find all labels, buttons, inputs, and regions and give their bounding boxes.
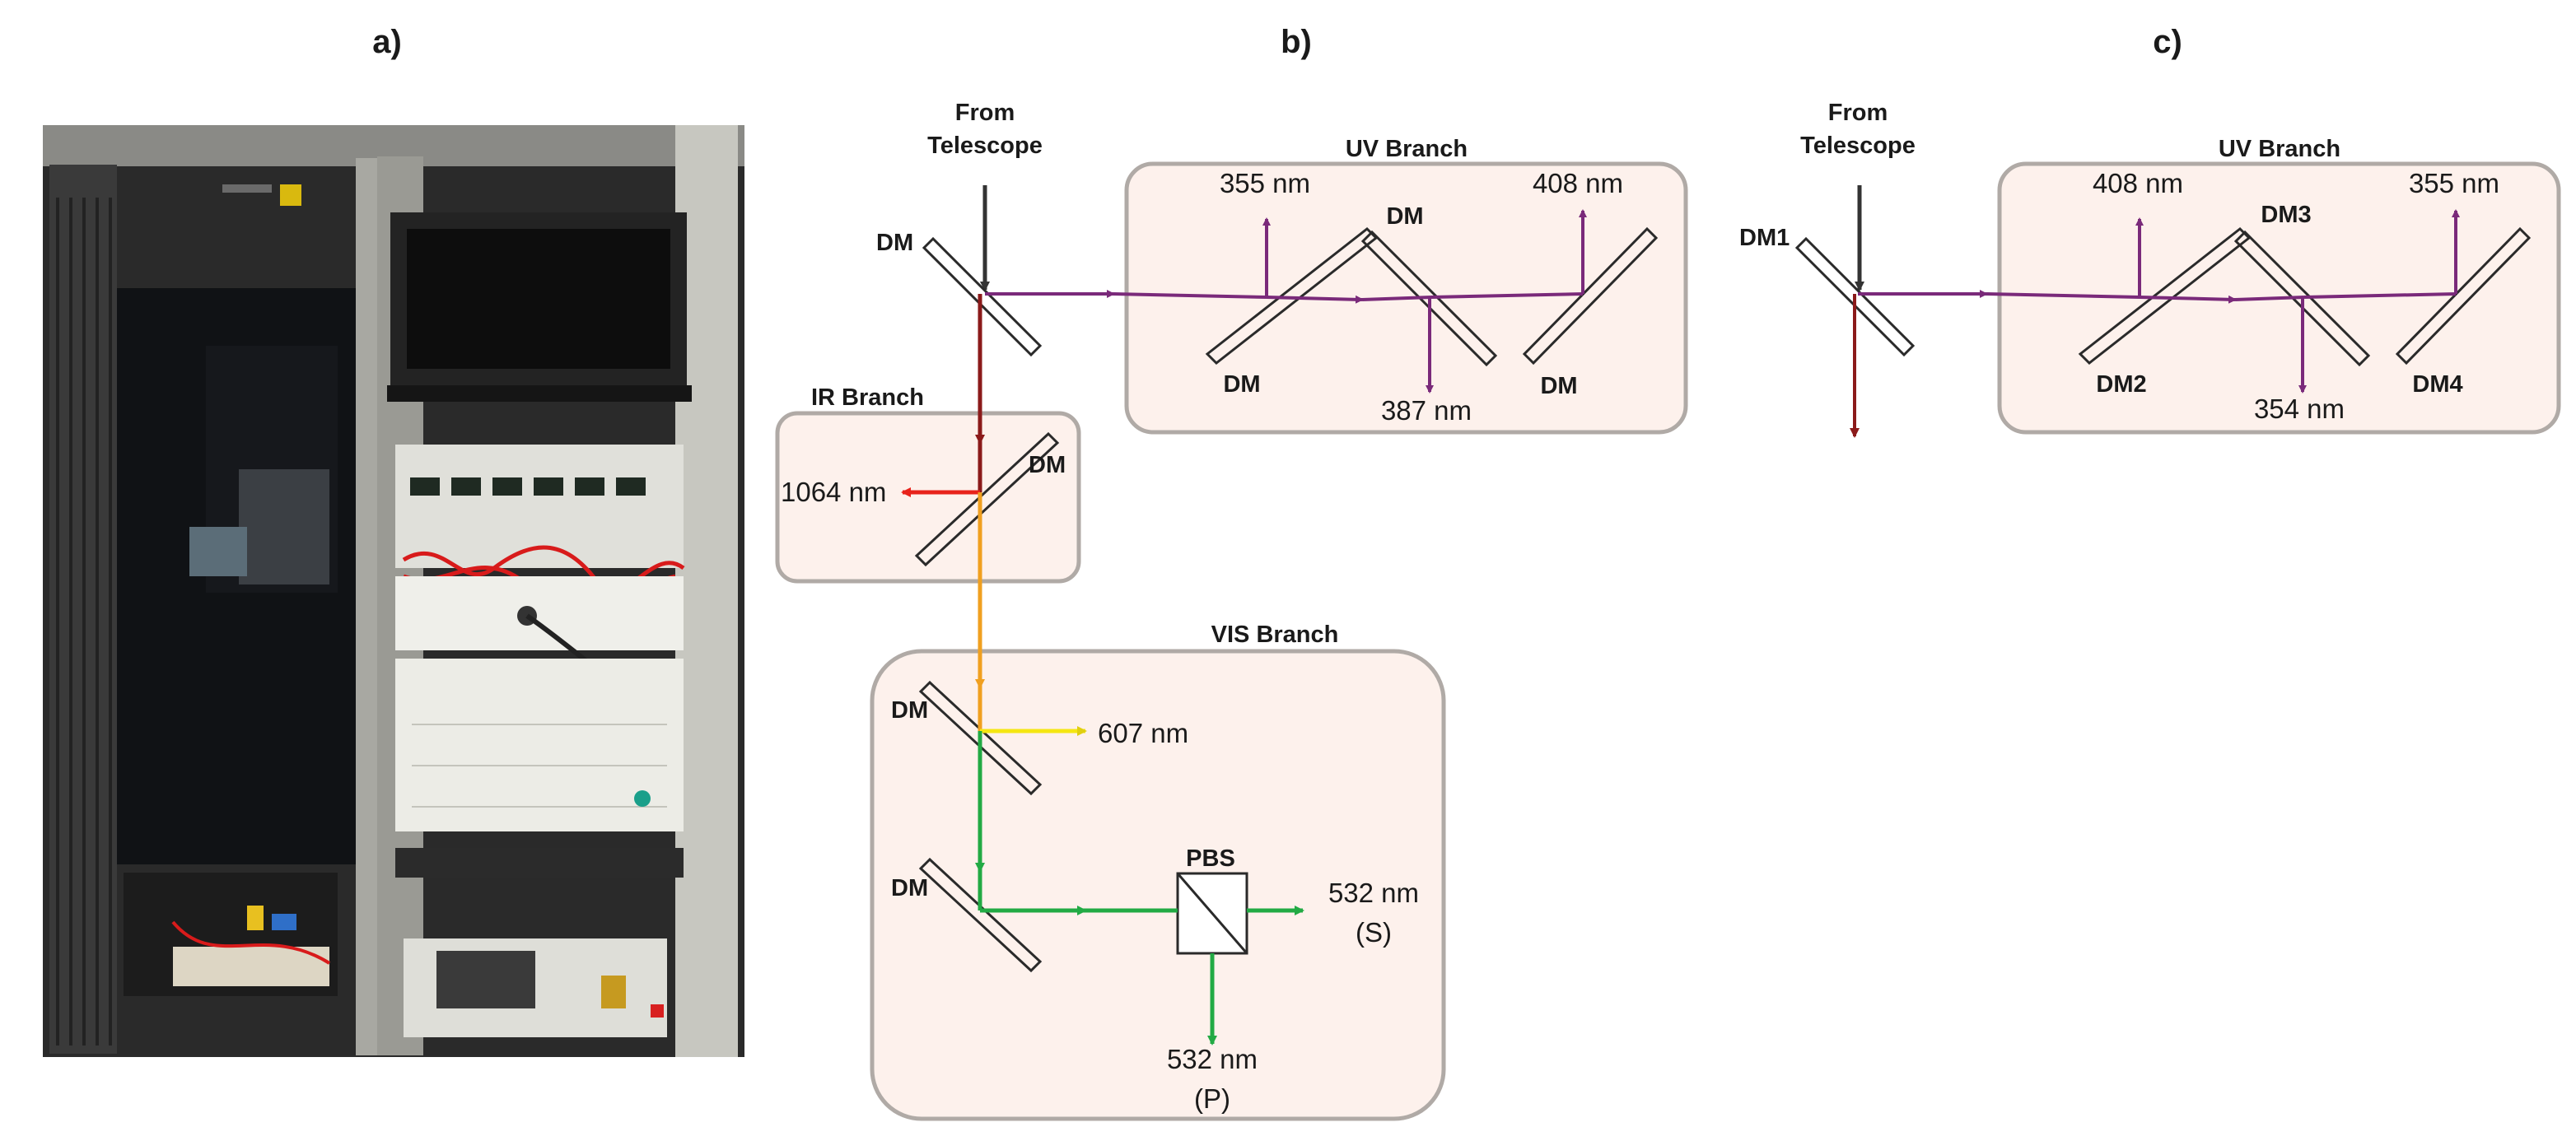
wl-532p-label-1: 532 nm <box>1167 1044 1258 1074</box>
dm-vis1-mirror <box>918 680 1043 796</box>
panel-c-label: c) <box>2153 24 2182 60</box>
from-telescope-c-2: Telescope <box>1800 133 1916 159</box>
wl-387-label: 387 nm <box>1381 395 1472 426</box>
c-wl-354-label: 354 nm <box>2254 394 2345 424</box>
dm-uv3-label: DM <box>1540 373 1577 399</box>
dm4-label: DM4 <box>2412 371 2462 398</box>
pbs-diagonal <box>1176 873 1248 954</box>
from-telescope-c-1: From <box>1828 100 1888 126</box>
wl-607-label: 607 nm <box>1098 718 1188 748</box>
uv-beams-c <box>1858 209 2460 394</box>
dm-main-label: DM <box>876 230 913 256</box>
ir-branch-title: IR Branch <box>811 384 924 411</box>
dm1-label: DM1 <box>1739 225 1790 251</box>
dm-main-mirror <box>922 236 1043 357</box>
dm-uv2-mirror <box>1360 230 1498 367</box>
panel-b: b) UV Branch IR Branch VIS Branch From T… <box>775 24 1688 1121</box>
dm3-mirror <box>2233 230 2371 367</box>
dm3-label: DM3 <box>2261 202 2311 228</box>
from-telescope-label-1: From <box>955 100 1015 126</box>
from-telescope-label-2: Telescope <box>927 133 1043 159</box>
c-wl-355-label: 355 nm <box>2409 168 2499 198</box>
panel-b-label: b) <box>1281 24 1312 60</box>
dm-vis2-label: DM <box>891 875 928 901</box>
mirrors-b <box>914 226 1659 973</box>
wl-532p-label-2: (P) <box>1194 1083 1230 1114</box>
panel-a-label: a) <box>372 24 402 60</box>
panel-c: c) UV Branch From Telescope DM1 DM2 DM3 … <box>1739 24 2561 438</box>
c-wl-408-label: 408 nm <box>2093 168 2183 198</box>
dm2-label: DM2 <box>2096 371 2146 398</box>
dm-uv1-label: DM <box>1223 371 1260 398</box>
uv-beams <box>985 209 1587 394</box>
mirrors-c <box>1794 226 2532 367</box>
uv-branch-title: UV Branch <box>1346 136 1468 162</box>
wl-532s-label-2: (S) <box>1356 917 1392 948</box>
dm-uv2-label: DM <box>1386 203 1423 230</box>
wl-1064-label: 1064 nm <box>781 477 886 507</box>
pbs-label: PBS <box>1186 845 1235 872</box>
wl-355-label: 355 nm <box>1220 168 1310 198</box>
dm-ir-label: DM <box>1029 452 1066 478</box>
rack-photo <box>43 125 744 1057</box>
ir-branch-box <box>775 411 1081 584</box>
uv-branch-title-c: UV Branch <box>2219 136 2340 162</box>
wl-532s-label-1: 532 nm <box>1328 878 1419 908</box>
green-beams <box>975 731 1304 1046</box>
wl-408-label: 408 nm <box>1533 168 1623 198</box>
dm-vis2-mirror <box>918 857 1043 973</box>
dm-vis1-label: DM <box>891 697 928 724</box>
dm-uv3-mirror <box>1522 226 1659 366</box>
dm-ir-mirror <box>914 431 1060 567</box>
dm1-mirror <box>1794 236 1916 357</box>
vis-branch-title: VIS Branch <box>1211 622 1339 648</box>
vis-branch-box <box>870 649 1446 1121</box>
dm4-mirror <box>2395 226 2532 366</box>
